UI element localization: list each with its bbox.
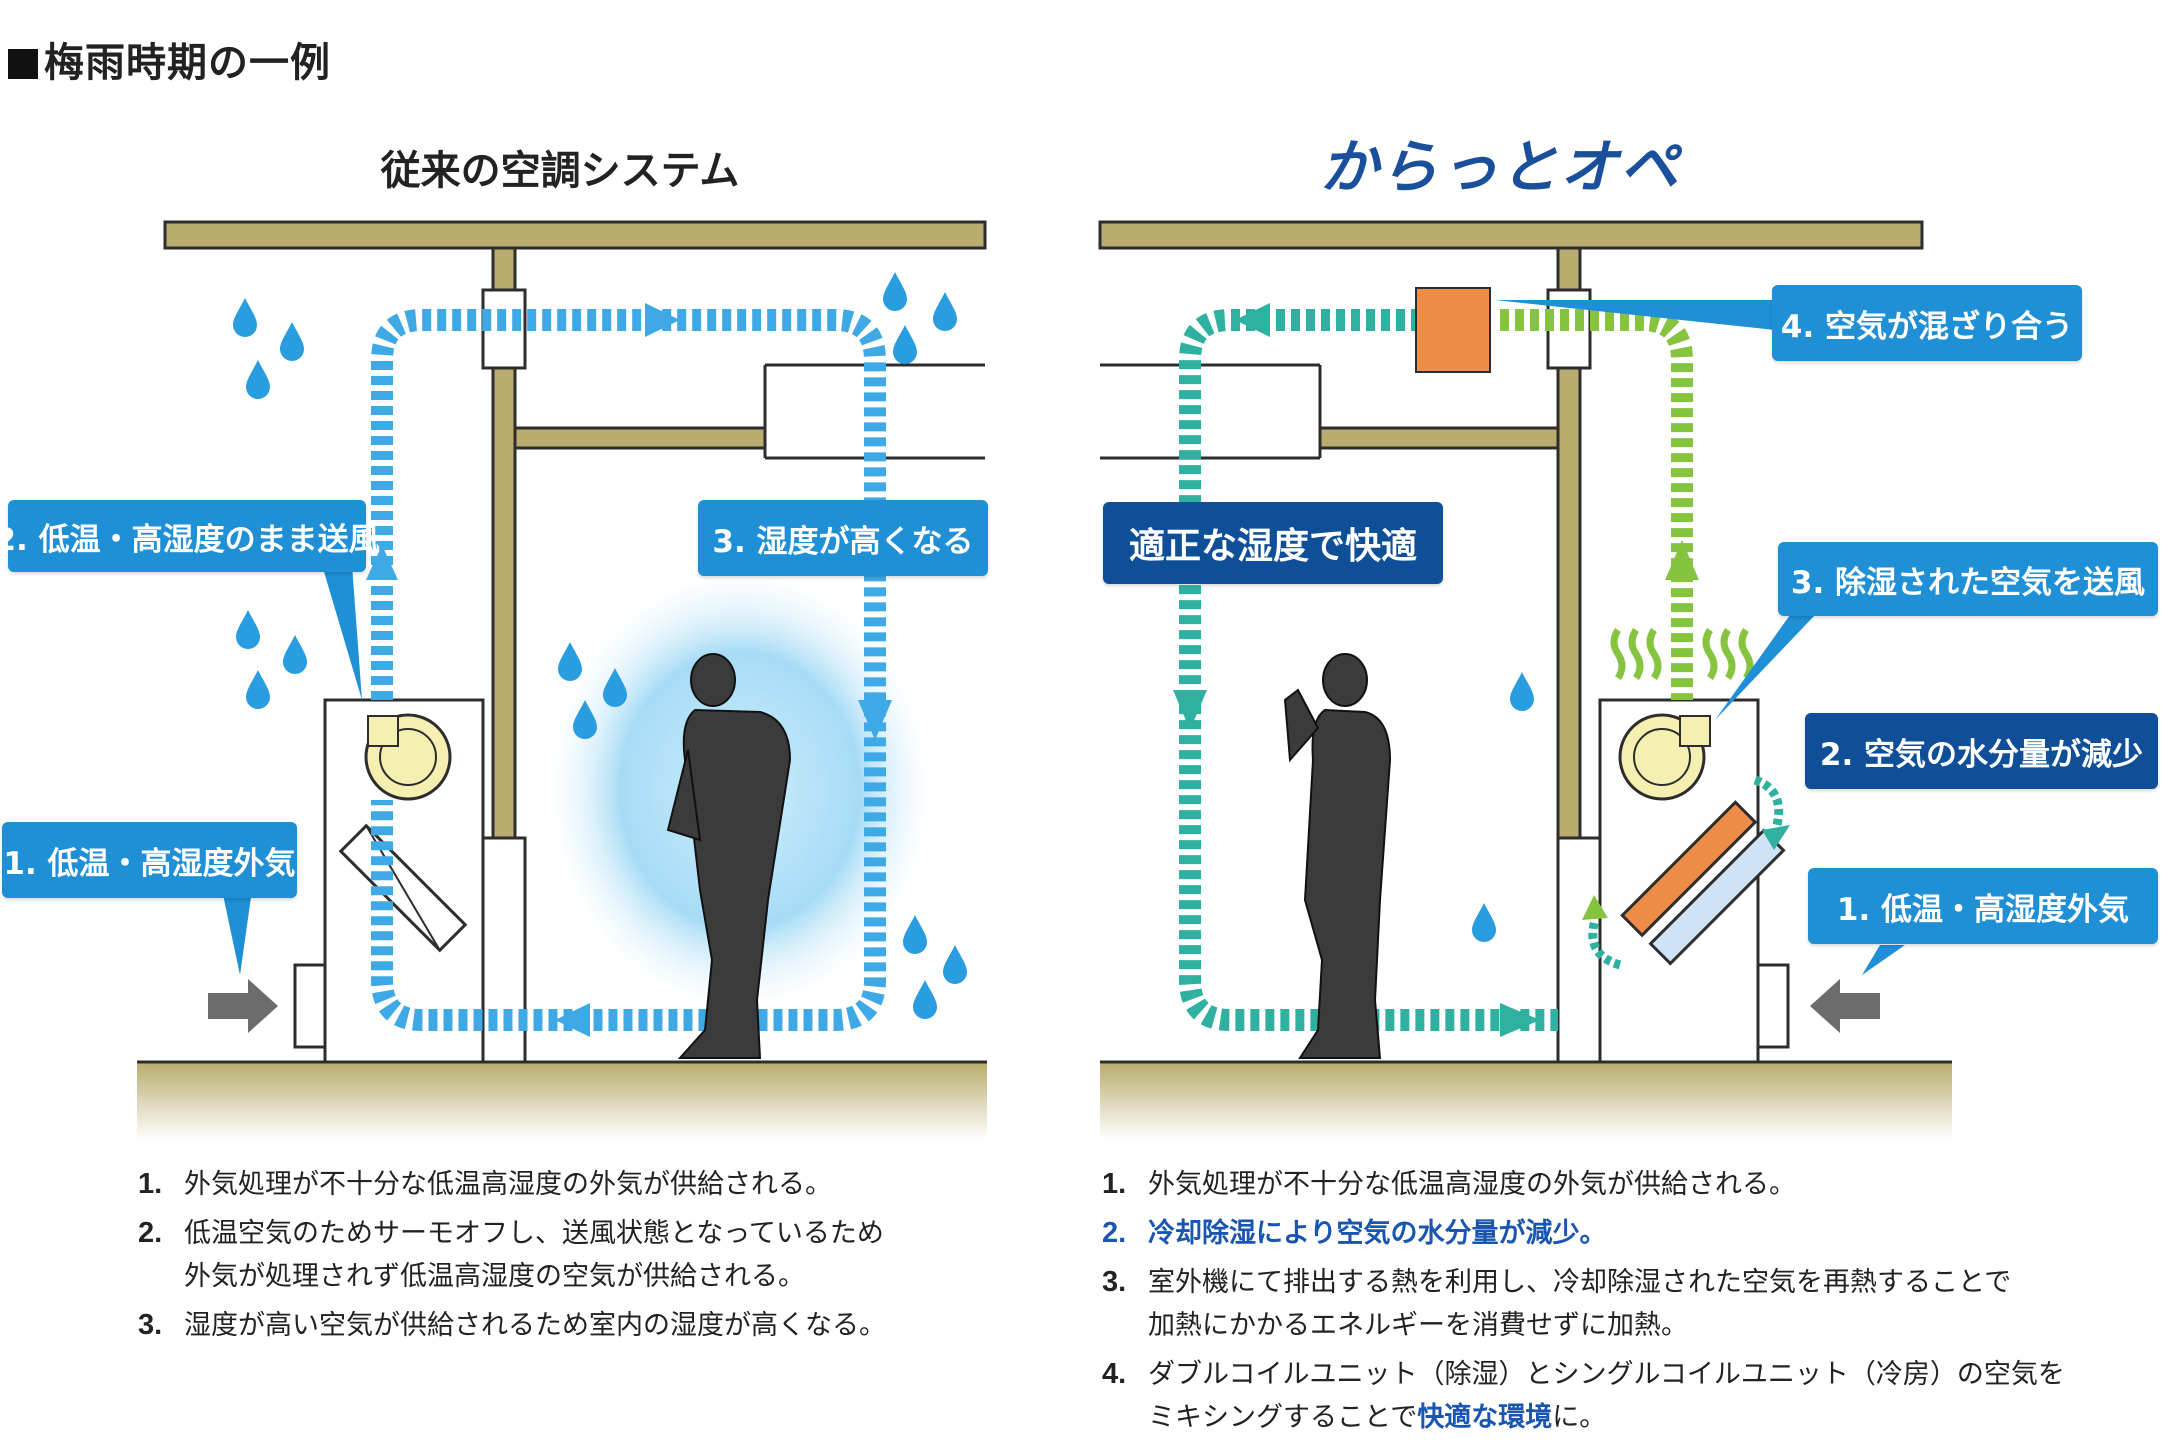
callout-right-2: 2. 空気の水分量が減少	[1805, 713, 2158, 789]
callout-left-3: 3. 湿度が高くなる	[698, 500, 988, 576]
double-coil	[1620, 800, 1786, 966]
floor	[137, 1062, 987, 1140]
inlet-arrow-icon	[208, 979, 278, 1033]
right-diagram	[1098, 220, 1952, 1140]
inlet-arrow-icon	[1810, 979, 1880, 1033]
floor	[1100, 1062, 1952, 1140]
callout-left-1: 1. 低温・高湿度外気	[2, 822, 297, 898]
ceiling	[1098, 220, 1924, 250]
right-note-4: 4.ダブルコイルユニット（除湿）とシングルコイルユニット（冷房）の空気を ミキシ…	[1102, 1358, 2065, 1433]
duct-branch	[1318, 426, 1560, 450]
right-panel-title: からっとオペ	[1320, 133, 1681, 201]
dehumidified-airflow	[1500, 309, 1693, 700]
callout-left-2: 2. 低温・高湿度のまま送風	[0, 500, 380, 572]
callout-right-4: 4. 空気が混ざり合う	[1772, 285, 2082, 361]
ceiling	[163, 220, 987, 250]
heat-wave-icon	[1610, 628, 1754, 680]
left-notes: 1.外気処理が不十分な低温高湿度の外気が供給される。 2.低温空気のためサーモオ…	[138, 1163, 978, 1353]
airflow-loop	[371, 309, 886, 1031]
mixing-box	[1415, 287, 1491, 373]
person-uncomfortable	[666, 653, 792, 1059]
supply-airflow	[1179, 309, 1558, 1031]
callout-right-1: 1. 低温・高湿度外気	[1808, 868, 2158, 944]
left-diagram	[137, 220, 987, 1140]
person-comfortable	[1283, 653, 1392, 1059]
right-note-1: 1.外気処理が不十分な低温高湿度の外気が供給される。	[1102, 1168, 1796, 1200]
callout-pointers	[222, 300, 1905, 975]
right-note-3: 3.室外機にて排出する熱を利用し、冷却除湿された空気を再熱することで 加熱にかか…	[1102, 1266, 2012, 1341]
square-bullet-icon	[8, 49, 38, 79]
heading-text: 梅雨時期の一例	[44, 40, 331, 86]
duct-branch	[513, 426, 767, 450]
left-panel-title: 従来の空調システム	[380, 148, 740, 194]
callout-comfort: 適正な湿度で快適	[1103, 502, 1443, 584]
left-note-1: 1.外気処理が不十分な低温高湿度の外気が供給される。	[138, 1168, 832, 1200]
left-note-2: 2.低温空気のためサーモオフし、送風状態となっているため 外気が処理されず低温高…	[138, 1217, 884, 1292]
right-notes: 1.外気処理が不十分な低温高湿度の外気が供給される。 2.冷却除湿により空気の水…	[1102, 1163, 2162, 1445]
right-note-2: 2.冷却除湿により空気の水分量が減少。	[1102, 1217, 1607, 1249]
callout-right-3: 3. 除湿された空気を送風	[1778, 542, 2158, 616]
page-heading: 梅雨時期の一例	[8, 30, 331, 88]
left-note-3: 3.湿度が高い空気が供給されるため室内の湿度が高くなる。	[138, 1309, 886, 1341]
